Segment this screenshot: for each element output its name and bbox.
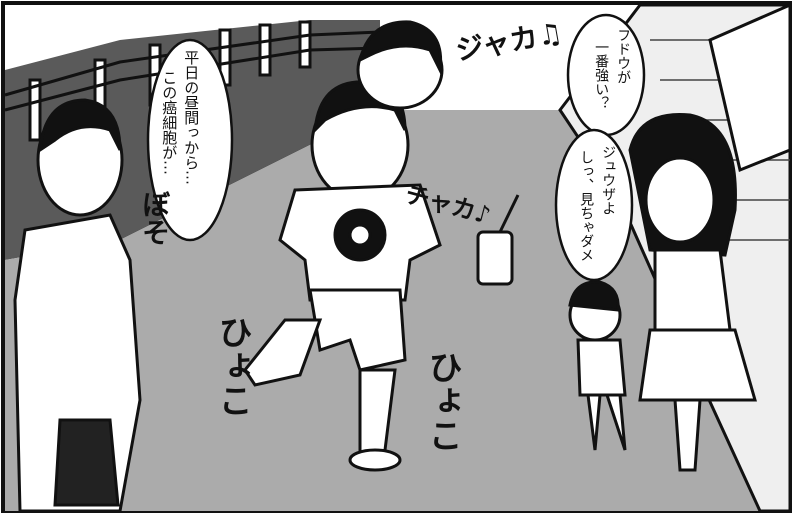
- building: [708, 2, 792, 173]
- mother-question-line2: 一番強い？: [593, 40, 610, 110]
- child: [568, 280, 627, 451]
- man-speech-line2: この癌細胞が…: [160, 70, 179, 175]
- man-in-coat: [13, 98, 142, 513]
- floating-head: [356, 20, 444, 110]
- child-speech-line2: しっ、見ちゃダメ: [578, 150, 595, 262]
- child-speech-bubble: [554, 128, 634, 282]
- sfx-hop-left: ひょこ: [212, 315, 253, 417]
- fence: [4, 20, 381, 142]
- man-speech-bubble: [146, 38, 234, 242]
- man-speech-line1: 平日の昼間っから…: [182, 50, 201, 185]
- woman: [628, 112, 757, 472]
- child-speech-line1: ジュウザよ: [600, 145, 617, 215]
- mother-question-line1: フドウが: [615, 28, 632, 84]
- sfx-hop-right: ひょこ: [422, 350, 463, 452]
- sfx-glare: ぼそ: [138, 190, 172, 246]
